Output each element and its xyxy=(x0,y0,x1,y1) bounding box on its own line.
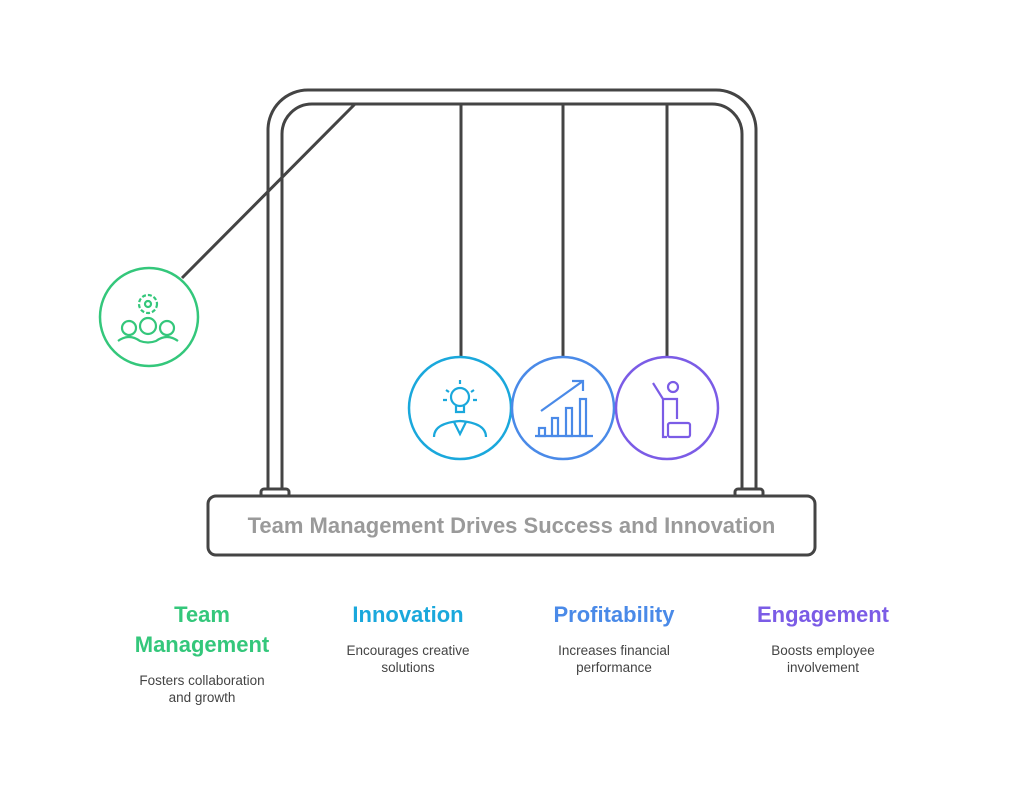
ball-innovation xyxy=(407,355,513,461)
item-heading: Engagement xyxy=(756,602,890,627)
item-description: Boosts employee involvement xyxy=(771,643,875,675)
item-innovation: Innovation Encourages creative solutions xyxy=(318,600,498,676)
ball-profitability xyxy=(510,355,616,461)
item-heading: Innovation xyxy=(352,602,464,627)
item-profitability: Profitability Increases financial perfor… xyxy=(524,600,704,676)
item-team-management: Team Management Fosters collaboration an… xyxy=(112,600,292,706)
frame-outer xyxy=(266,88,758,492)
item-engagement: Engagement Boosts employee involvement xyxy=(733,600,913,676)
lightbulb-person-icon xyxy=(432,380,488,438)
base xyxy=(206,494,817,557)
string-team-management xyxy=(180,102,357,280)
growth-chart-icon xyxy=(535,379,593,438)
item-heading: Profitability xyxy=(553,602,675,627)
item-description: Increases financial performance xyxy=(558,643,670,675)
diagram-title: Team Management Drives Success and Innov… xyxy=(247,512,776,538)
frame-inner xyxy=(280,102,744,492)
item-description: Encourages creative solutions xyxy=(346,643,470,675)
item-description: Fosters collaboration and growth xyxy=(139,673,265,705)
ball-engagement xyxy=(614,355,720,461)
item-heading: Team Management xyxy=(134,602,270,657)
team-gear-icon xyxy=(117,293,179,344)
raised-hand-person-icon xyxy=(652,380,692,439)
